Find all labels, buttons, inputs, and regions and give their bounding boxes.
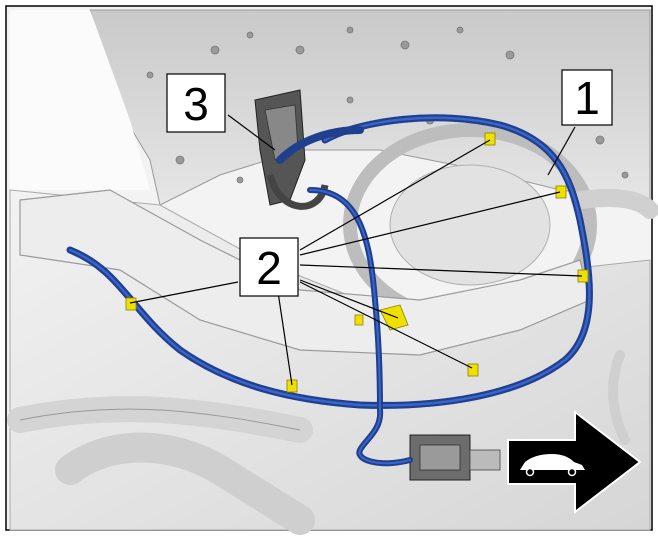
clip-icon [379,304,409,331]
right-hose [571,189,658,219]
clip-icon [125,297,137,311]
right-cable [608,350,630,445]
arrow-with-car-icon [507,409,642,515]
clip-icon [484,132,496,146]
callout-1: 1 [561,69,613,126]
clip-icon [286,379,298,393]
car-icon [520,454,585,477]
lower-pipe-front [55,432,315,535]
harness-connector [409,434,501,481]
wheel-well-center [389,164,551,286]
connector-bracket [254,89,329,210]
callout-3-label: 3 [183,78,209,130]
callout-2: 2 [239,237,299,297]
clip-icon [467,363,479,377]
wiring-harness [66,114,593,467]
callout-3: 3 [166,73,226,133]
harness-clips [125,132,589,393]
clip-icon [354,314,364,326]
callout-1-label: 1 [574,72,600,124]
clip-icon [555,185,567,199]
leader-lines [129,114,583,386]
left-light-region [10,10,150,190]
callout-2-label: 2 [256,242,282,294]
